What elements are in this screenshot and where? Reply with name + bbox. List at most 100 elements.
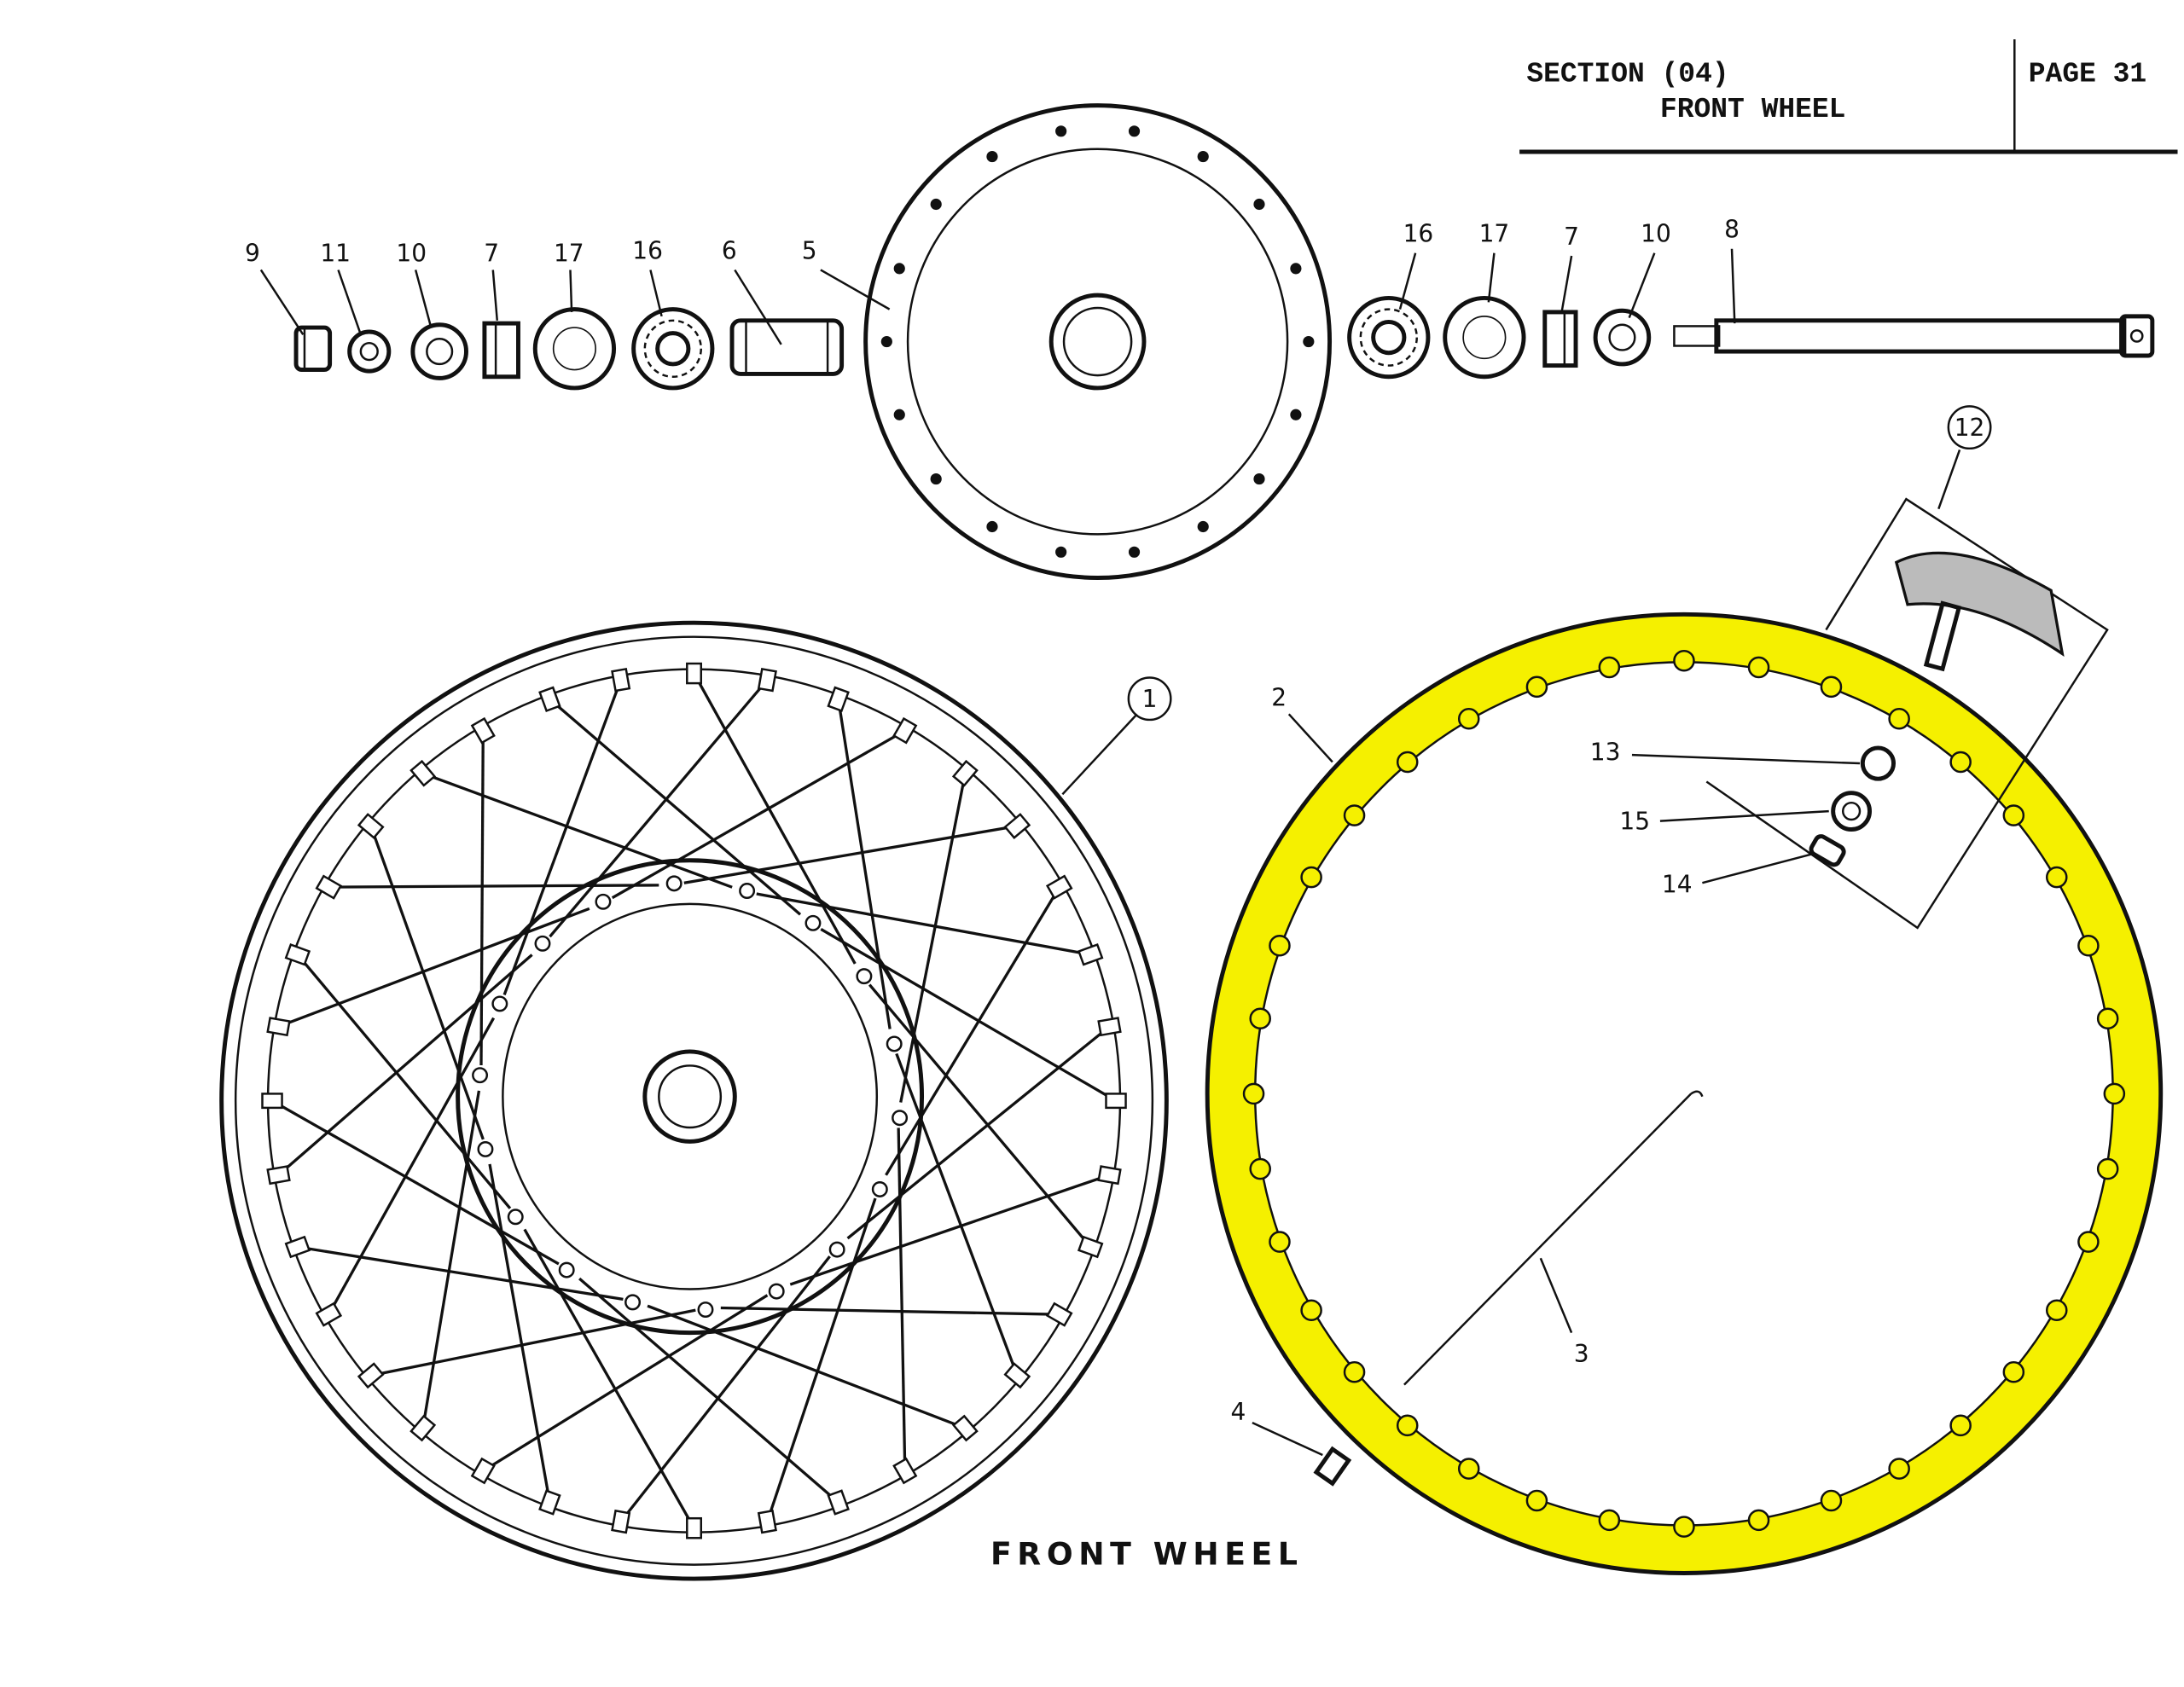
spoke-nipple [357, 813, 385, 840]
rim-spoke-hole [1598, 656, 1621, 679]
spoke [899, 773, 967, 1103]
part-9-nut [293, 325, 333, 372]
hub-hole [739, 883, 756, 900]
header-block: SECTION (04) FRONT WHEEL PAGE 31 [1519, 39, 2178, 154]
hub-hole [595, 893, 612, 910]
part-17-seal [532, 307, 617, 391]
spoke-nipple [827, 1489, 850, 1516]
spoke [578, 1277, 839, 1504]
spoke [422, 772, 733, 889]
hub-part-5 [863, 103, 1333, 580]
callout-5: 5 [802, 236, 817, 264]
rim-spoke-hole [1525, 675, 1548, 699]
spoke [479, 730, 485, 1065]
part-17-seal-right [1443, 295, 1526, 380]
spoke [327, 1017, 496, 1315]
rim-spoke-hole [1396, 751, 1419, 774]
hub-hole [472, 1067, 489, 1084]
callout-16: 16 [632, 236, 663, 264]
spoke [611, 729, 906, 900]
spoke [693, 672, 857, 965]
rim-spoke-hole [1249, 1007, 1271, 1030]
hub-hole [1055, 546, 1067, 558]
hub-hole [804, 914, 822, 931]
hub-hole [986, 520, 998, 533]
hub-hole [886, 1035, 903, 1052]
rim-spoke-hole [1300, 1299, 1322, 1322]
rim-spoke-hole [1747, 656, 1770, 679]
spoke-nipple [1003, 1362, 1031, 1389]
nipple-part-4 [1313, 1446, 1352, 1487]
spoke [296, 954, 512, 1209]
spoke-nipple [266, 1165, 291, 1186]
rim-spoke-hole [2045, 866, 2068, 889]
hub-hole [871, 1180, 888, 1197]
part-10-washer [410, 322, 468, 380]
rim-spoke-hole [1396, 1414, 1419, 1437]
part-10-washer-right [1593, 308, 1652, 367]
spoke [789, 1174, 1111, 1286]
section-subtitle: FRONT WHEEL [1660, 94, 1846, 125]
spoke [271, 1099, 560, 1266]
rim-spoke-hole [1888, 1458, 1910, 1480]
callout-4: 4 [1231, 1398, 1246, 1426]
rim-part-2-highlighted [1205, 612, 2164, 1575]
rim-spoke-hole [1949, 1414, 1972, 1437]
part-16-bearing-right [1347, 295, 1431, 380]
spoke [549, 679, 769, 938]
callout-16-right: 16 [1403, 220, 1434, 248]
hub-hole [534, 935, 551, 952]
rim-spoke-hole [1457, 1458, 1480, 1480]
spoke-nipple [1105, 1093, 1127, 1110]
hub-hole [1128, 546, 1141, 558]
spoke [619, 1255, 831, 1523]
rim-spoke-hole [2096, 1157, 2119, 1180]
spoke-nipple [315, 874, 343, 900]
callout-15: 15 [1619, 808, 1650, 836]
callout-1: 1 [1142, 685, 1158, 713]
spoke [328, 884, 659, 889]
spoke-nipple [538, 686, 561, 713]
rim-spoke-hole [1598, 1509, 1621, 1532]
hub-hole [930, 198, 942, 211]
rim-spoke-hole [1673, 1516, 1695, 1538]
hub-hole [1253, 472, 1265, 485]
spoke [868, 983, 1092, 1249]
spoke-nipple [538, 1489, 561, 1516]
part-13-nut [1860, 745, 1896, 781]
hub-hole [477, 1140, 494, 1157]
spoke [421, 1090, 481, 1429]
spoke-nipple [1045, 1301, 1073, 1327]
part-6-spacer [729, 318, 845, 376]
spoke-nipple [470, 1457, 496, 1485]
hub-hole [1197, 520, 1209, 533]
hub-hole [930, 472, 942, 485]
spoke-nipple [611, 1509, 631, 1534]
spoke-nipple [827, 686, 850, 713]
spoke [277, 954, 533, 1176]
callout-6: 6 [722, 236, 737, 264]
callout-8: 8 [1724, 216, 1740, 244]
hub-hole [1055, 125, 1067, 137]
rim-spoke-hole [1820, 675, 1843, 699]
hub-hole [986, 150, 998, 163]
spoke [895, 1052, 1019, 1377]
rim-spoke-hole [1242, 1082, 1265, 1105]
part-8-axle [1673, 314, 2155, 358]
part-15-washer [1831, 791, 1873, 832]
spoke [820, 928, 1117, 1103]
callout-9: 9 [245, 240, 260, 268]
rim-tape-inset-12 [1705, 497, 2109, 930]
spoke-nipple [951, 1414, 979, 1442]
spoke-nipple [470, 716, 496, 745]
spoke [370, 1308, 696, 1377]
spoke-nipple [686, 1516, 702, 1539]
spoke-nipple [261, 1093, 283, 1110]
spoke [482, 1294, 769, 1473]
rim-spoke-hole [2045, 1299, 2068, 1322]
callout-14: 14 [1662, 871, 1693, 899]
leader-lines [259, 248, 1992, 1457]
spoke [502, 679, 623, 995]
hub-hole [828, 1241, 845, 1258]
